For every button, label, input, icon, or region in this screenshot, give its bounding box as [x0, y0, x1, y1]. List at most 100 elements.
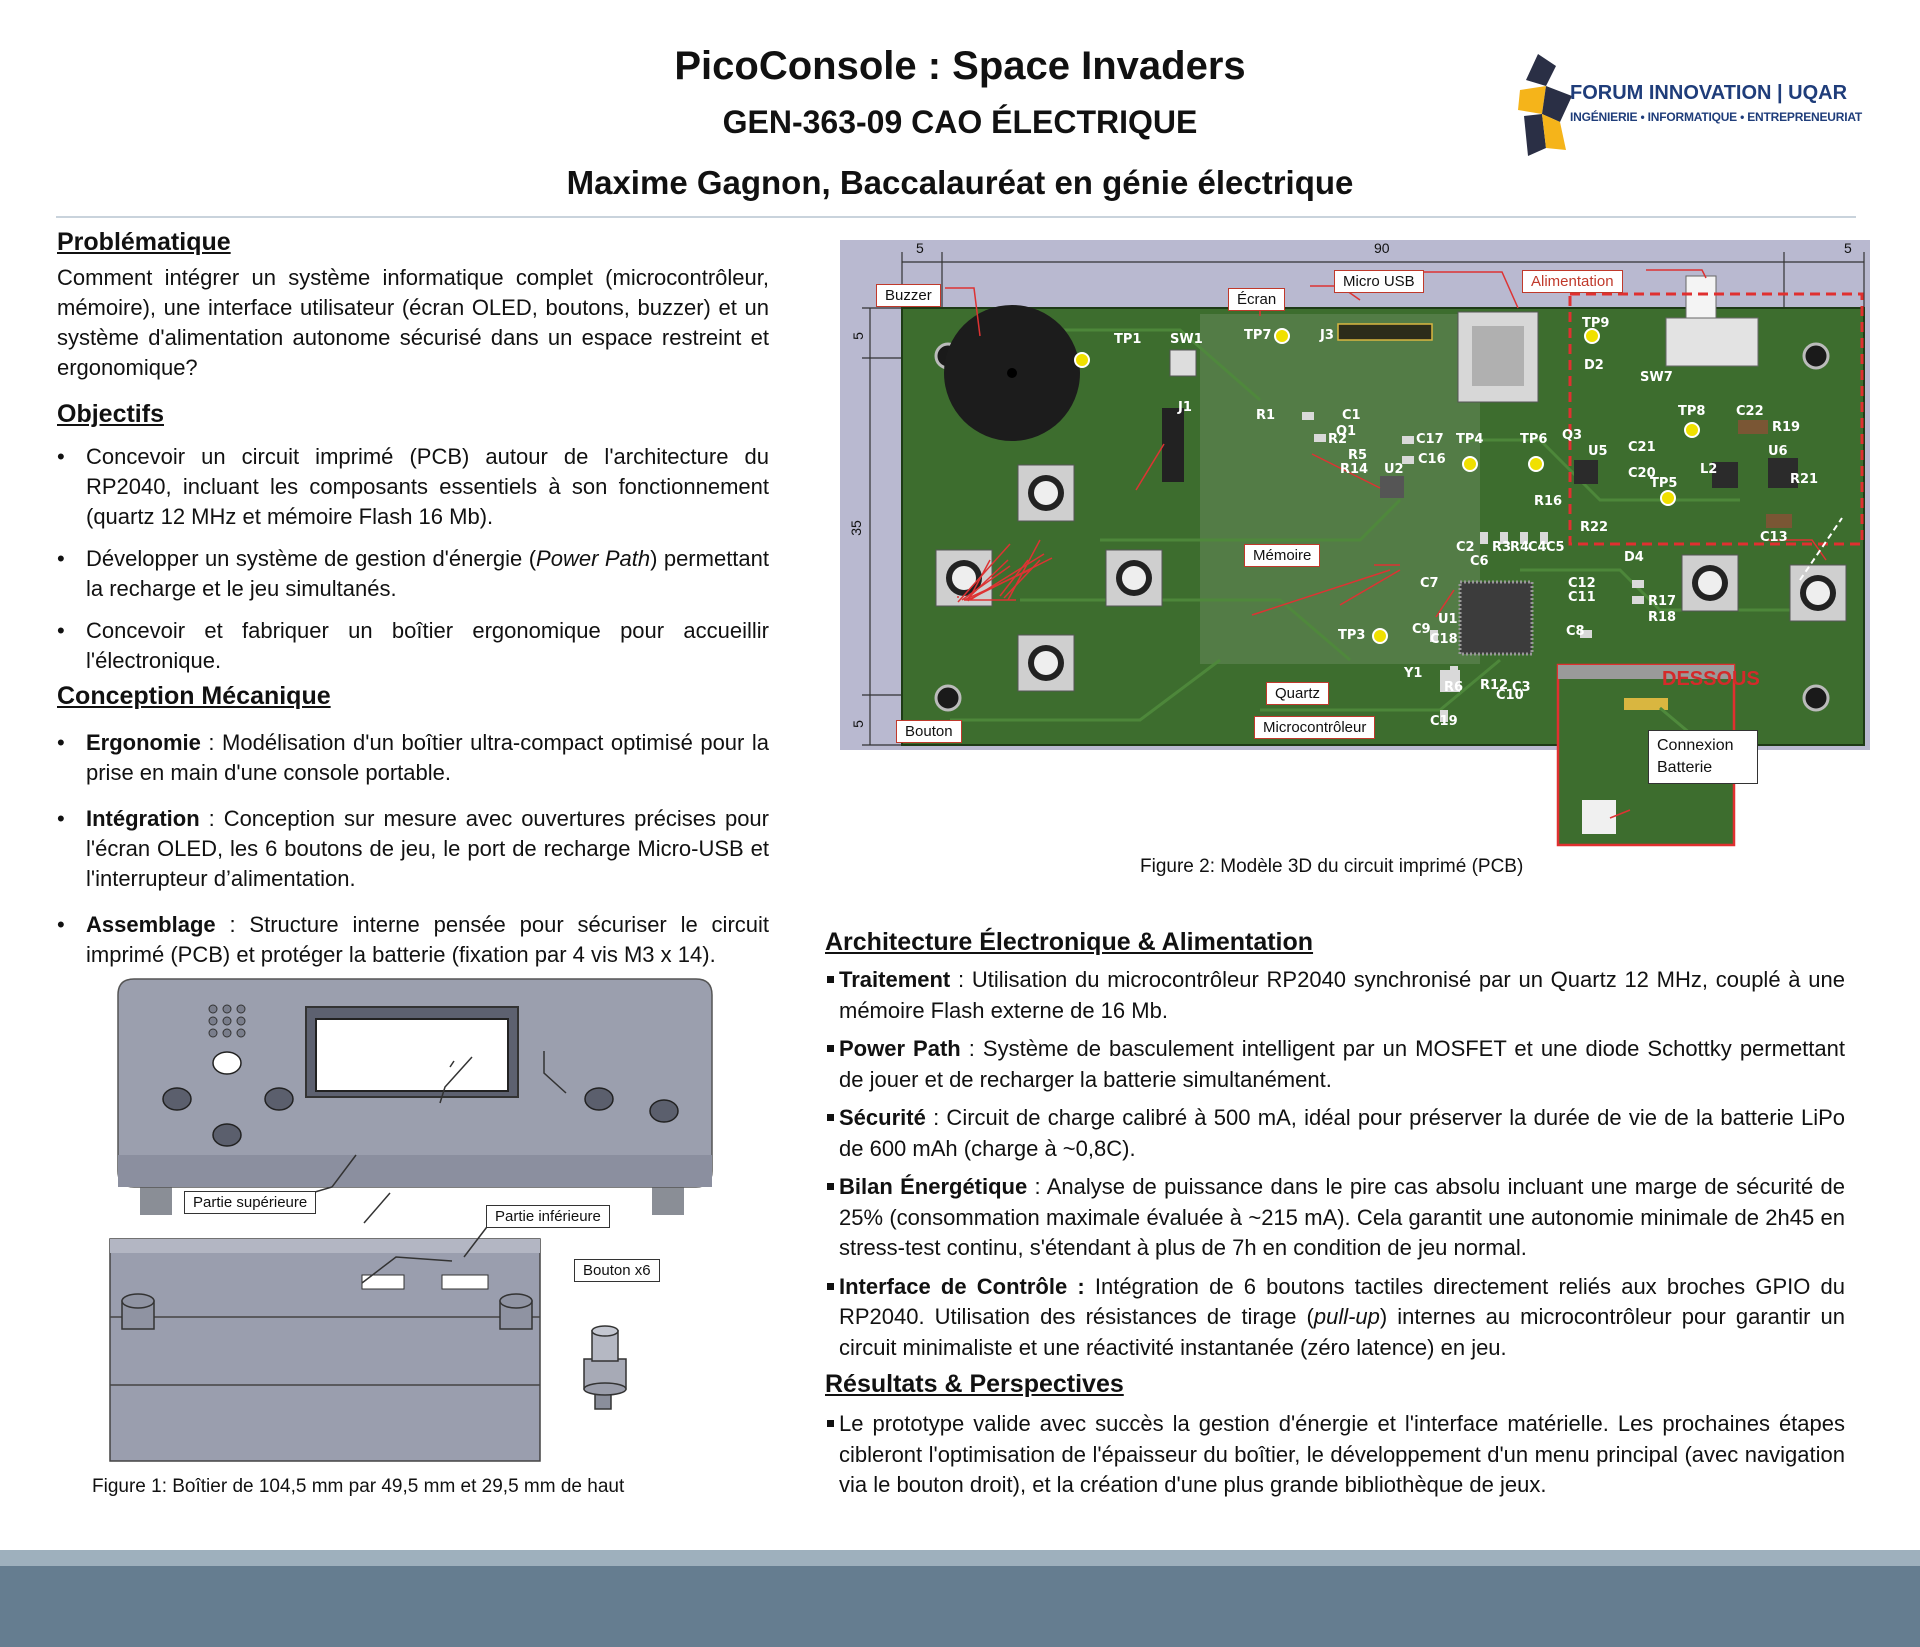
- footer-band-light: [0, 1550, 1920, 1566]
- silk-label: C20: [1628, 466, 1656, 481]
- silk-label: C3: [1512, 680, 1531, 695]
- architecture-heading: Architecture Électronique & Alimentation: [825, 928, 1314, 956]
- silk-label: C12: [1568, 576, 1596, 591]
- label-bouton: Bouton x6: [574, 1259, 660, 1282]
- silk-label: U2: [1384, 462, 1404, 477]
- problematique-heading: Problématique: [57, 228, 231, 256]
- silk-label: C7: [1420, 576, 1439, 591]
- silk-label: R2: [1328, 432, 1348, 447]
- silk-label: C8: [1566, 624, 1585, 639]
- silk-label: Q1: [1336, 424, 1357, 439]
- silk-label: C21: [1628, 440, 1656, 455]
- silk-label: R21: [1790, 472, 1819, 487]
- silk-label: R16: [1534, 494, 1563, 509]
- silk-label: C9: [1412, 622, 1431, 637]
- enclosure-drawing: [109, 978, 713, 1462]
- list-item: Traitement : Utilisation du microcontrôl…: [825, 965, 1845, 1026]
- callout-buzzer: Buzzer: [876, 284, 941, 307]
- silk-label: D4: [1624, 550, 1644, 565]
- list-item: Bilan Énergétique : Analyse de puissance…: [825, 1172, 1845, 1264]
- list-item: Power Path : Système de basculement inte…: [825, 1034, 1845, 1095]
- callout-memoire: Mémoire: [1244, 544, 1321, 567]
- silk-label: C5: [1546, 540, 1565, 555]
- architecture-list: Traitement : Utilisation du microcontrôl…: [825, 965, 1845, 1363]
- label-dessous: DESSOUS: [1662, 668, 1760, 690]
- silk-label: R17: [1648, 594, 1677, 609]
- silk-label: R3: [1492, 540, 1512, 555]
- list-item: Intégration : Conception sur mesure avec…: [57, 804, 769, 894]
- silk-label: TP5: [1650, 476, 1678, 491]
- list-item: Développer un système de gestion d'énerg…: [57, 544, 769, 604]
- dim-bottom-margin: 5: [849, 720, 866, 728]
- dim-width: 90: [1374, 240, 1390, 256]
- list-item: Assemblage : Structure interne pensée po…: [57, 910, 769, 970]
- figure2-pcb: 5 90 5 5 35 5 TP1 SW1 TP7 J3 J1 R1 C1 Q1…: [840, 240, 1872, 848]
- silk-label: C17: [1416, 432, 1444, 447]
- logo-brand-text: FORUM INNOVATION | UQAR: [1570, 82, 1848, 104]
- silk-label: TP4: [1456, 432, 1484, 447]
- silk-label: C1: [1342, 408, 1361, 423]
- silk-label: C22: [1736, 404, 1764, 419]
- dim-height: 35: [847, 520, 864, 536]
- poster-title: PicoConsole : Space Invaders: [674, 44, 1246, 88]
- callout-bouton: Bouton: [896, 720, 962, 743]
- figure1-caption: Figure 1: Boîtier de 104,5 mm par 49,5 m…: [92, 1476, 625, 1497]
- silk-label: R12: [1480, 678, 1509, 693]
- silk-label: C13: [1760, 530, 1788, 545]
- conception-list: Ergonomie : Modélisation d'un boîtier ul…: [57, 728, 769, 970]
- silk-label: L2: [1700, 462, 1718, 477]
- list-item: Interface de Contrôle : Intégration de 6…: [825, 1272, 1845, 1364]
- figure2-caption: Figure 2: Modèle 3D du circuit imprimé (…: [1140, 856, 1524, 877]
- silk-label: U1: [1438, 612, 1458, 627]
- silk-label: C16: [1418, 452, 1446, 467]
- figure1-enclosure: Partie supérieure Partie inférieure Bout…: [100, 975, 720, 1465]
- callout-alimentation: Alimentation: [1522, 270, 1623, 293]
- logo-tagline: INGÉNIERIE • INFORMATIQUE • ENTREPRENEUR…: [1570, 110, 1863, 124]
- silk-label: Y1: [1404, 666, 1423, 681]
- silk-label: C2: [1456, 540, 1475, 555]
- callout-ecran: Écran: [1228, 288, 1286, 311]
- silk-label: C10: [1496, 688, 1524, 703]
- forum-innovation-logo: FORUM INNOVATION | UQAR INGÉNIERIE • INF…: [1516, 52, 1862, 164]
- silk-label: C4: [1528, 540, 1547, 555]
- resultats-list: Le prototype valide avec succès la gesti…: [825, 1409, 1845, 1501]
- callout-quartz: Quartz: [1266, 682, 1330, 705]
- silk-label: R1: [1256, 408, 1276, 423]
- dim-top-margin: 5: [849, 332, 866, 340]
- callout-micro-usb: Micro USB: [1334, 270, 1424, 293]
- silk-label: TP9: [1582, 316, 1610, 331]
- objectifs-heading: Objectifs: [57, 400, 164, 428]
- silk-label: Q3: [1562, 428, 1583, 443]
- silk-label: C11: [1568, 590, 1596, 605]
- dim-right-margin: 5: [1844, 240, 1852, 256]
- silk-label: R19: [1772, 420, 1801, 435]
- dim-left-margin: 5: [916, 240, 924, 256]
- silk-label: R5: [1348, 448, 1368, 463]
- callout-microcontroleur: Microcontrôleur: [1254, 716, 1376, 739]
- silk-label: U5: [1588, 444, 1608, 459]
- silk-label: D2: [1584, 358, 1604, 373]
- silk-label: C18: [1430, 632, 1458, 647]
- silk-label: TP6: [1520, 432, 1548, 447]
- list-item: Concevoir un circuit imprimé (PCB) autou…: [57, 442, 769, 532]
- silk-label: SW1: [1170, 332, 1203, 347]
- silk-label: R22: [1580, 520, 1609, 535]
- label-partie-superieure: Partie supérieure: [184, 1191, 317, 1214]
- silk-label: TP8: [1678, 404, 1706, 419]
- silk-label: J1: [1178, 400, 1192, 415]
- conception-heading: Conception Mécanique: [57, 682, 331, 710]
- list-item: Sécurité : Circuit de charge calibré à 5…: [825, 1103, 1845, 1164]
- logo-mark-icon: [1518, 54, 1572, 156]
- list-item: Concevoir et fabriquer un boîtier ergono…: [57, 616, 769, 676]
- silk-label: R6: [1444, 680, 1464, 695]
- resultats-heading: Résultats & Perspectives: [825, 1370, 1124, 1398]
- problematique-text: Comment intégrer un système informatique…: [57, 265, 769, 380]
- course-code: GEN-363-09 CAO ÉLECTRIQUE: [722, 104, 1198, 140]
- callout-connexion-batterie: Connexion Batterie: [1648, 730, 1758, 784]
- silk-label: R18: [1648, 610, 1677, 625]
- header-divider: [56, 216, 1856, 218]
- silk-label: R4: [1510, 540, 1530, 555]
- list-item: Ergonomie : Modélisation d'un boîtier ul…: [57, 728, 769, 788]
- silk-label: J3: [1320, 328, 1334, 343]
- footer-band-dark: [0, 1566, 1920, 1647]
